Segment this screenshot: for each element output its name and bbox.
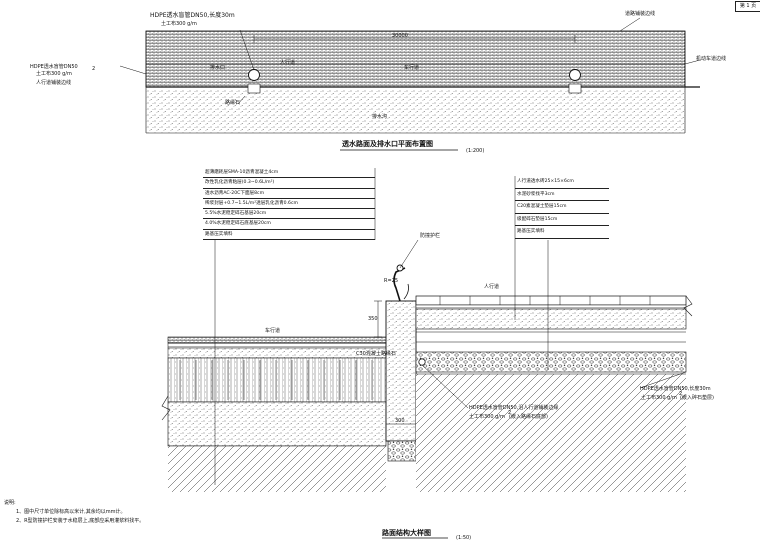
layers-left-item: 改性乳化沥青粘层(0.3~0.6L/m²): [203, 178, 375, 189]
label-pipe-mid-3: (嵌入路缘石底部): [509, 414, 548, 420]
layers-right-item: 路基压实填料: [515, 226, 609, 239]
plan-label-left-1: HDPE透水盲管DN50: [30, 64, 78, 70]
plan-label-curb: 路缘石: [225, 100, 241, 106]
label-pipe-right-2: 土工布300 g/m: [641, 395, 677, 401]
plan-scale: (1:200): [466, 148, 485, 154]
notes: 说明: 1、图中尺寸单位除标高以米计,其余均以mm计。 2、R型防撞护栏安装于水…: [4, 499, 144, 526]
label-curb: C30混凝土路缘石: [356, 351, 396, 357]
plan-label-top-sub: 土工布300 g/m: [161, 21, 197, 27]
notes-heading: 说明:: [4, 500, 16, 506]
plan-label-ditch: 排水沟: [372, 114, 388, 120]
plan-sq-left: 2: [92, 66, 96, 72]
layers-right-item: 人行道透水砖25×15×6cm: [515, 176, 609, 189]
layer-subgrade-left: [168, 446, 386, 492]
plan-drain-right: [569, 69, 581, 81]
guardrail: [393, 267, 406, 302]
page-number: 第 1 页: [735, 1, 760, 12]
plan-view: [119, 17, 701, 151]
sidewalk-concrete: [415, 308, 687, 330]
sidewalk-mortar: [415, 304, 687, 310]
label-sidewalk: 人行道: [484, 284, 500, 290]
plan-label-top: HDPE透水盲管DN50,长度30m: [150, 12, 235, 19]
plan-label-left-3: 人行道铺装边线: [36, 80, 72, 86]
section-view: [161, 168, 693, 539]
plan-dimension: 30000: [392, 33, 408, 39]
section-title: 路面结构大样图: [382, 529, 431, 537]
plan-label-left-2: 土工布300 g/m: [36, 71, 72, 77]
dim-radius: R=25: [384, 278, 399, 284]
plan-drain-left: [248, 69, 260, 81]
plan-soil-band: [146, 89, 685, 133]
dim-width: 300: [395, 418, 405, 424]
plan-label-sidewalk: 人行道: [280, 60, 296, 66]
label-pipe-mid-2: 土工布300 g/m: [469, 414, 505, 420]
plan-paving-band: [145, 30, 686, 88]
label-pipe-right-1: HDPE透水盲管DN50,长度30m: [640, 386, 711, 392]
section-sq-mid: 2: [508, 410, 512, 416]
plan-label-lane: 车行道: [404, 65, 420, 71]
layers-left-item: 5.5%水泥稳定碎石基层20cm: [203, 209, 375, 220]
plan-title: 透水路面及排水口平面布置图: [342, 140, 433, 148]
sidewalk-brick: [415, 295, 687, 306]
plan-label-right-top: 道路铺装边线: [625, 11, 656, 17]
layers-right-item: 级配碎石垫层15cm: [515, 214, 609, 227]
layer-lower: [167, 347, 387, 359]
section-sq-right: 2: [679, 391, 683, 397]
label-guardrail: 防撞护栏: [420, 233, 441, 239]
label-pipe-right-3: (嵌入碎石垫层): [680, 395, 714, 401]
layers-left-item: 透水沥青AC-20C下面层8cm: [203, 189, 375, 199]
layers-left-item: 路基压实填料: [203, 230, 375, 241]
layer-base: [167, 357, 387, 403]
layers-left-item: 超薄磨耗层SMA-10沥青混凝土4cm: [203, 168, 375, 179]
layers-left-item: 稀浆封层+0.7~1.5L/m²透层乳化沥青0.6cm: [203, 199, 375, 210]
layers-left-item: 4.0%水泥稳定碎石底基层20cm: [203, 219, 375, 230]
section-pipe: [418, 358, 426, 366]
layer-middle: [167, 342, 387, 349]
plan-label-right-mid: 机动车道边线: [696, 56, 727, 62]
label-lane: 车行道: [265, 328, 281, 334]
layer-surface: [167, 336, 387, 344]
section-scale: (1:50): [456, 535, 472, 541]
layer-subbase: [167, 401, 387, 447]
label-pipe-mid-1: HDPE透水盲管DN50,沿人行道铺装边缘: [469, 405, 559, 411]
note-item-2: 2、R型防撞护栏安装于水稳层上,底部应采用灌浆料找平。: [16, 518, 145, 524]
layer-subgrade-right: [416, 374, 686, 492]
dim-depth: 350: [368, 316, 378, 322]
sidewalk-gravel: [415, 351, 687, 373]
layers-right-item: C20素混凝土垫层15cm: [515, 201, 609, 214]
plan-label-drain: 排水口: [210, 65, 226, 71]
layers-right-item: 水泥砂浆找平3cm: [515, 189, 609, 202]
note-item-1: 1、图中尺寸单位除标高以米计,其余均以mm计。: [16, 509, 126, 515]
